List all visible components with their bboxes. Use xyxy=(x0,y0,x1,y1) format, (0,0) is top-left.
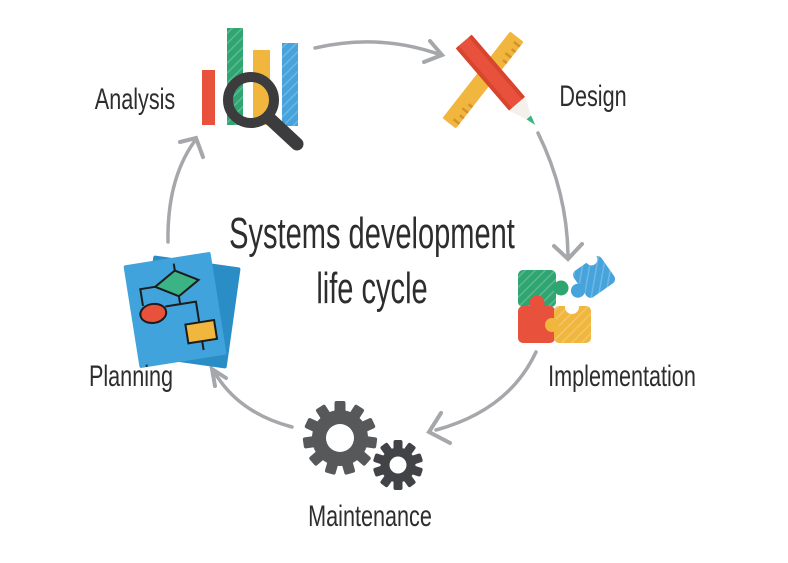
flowchart-document-icon xyxy=(123,252,241,369)
puzzle-blue-piece xyxy=(570,253,616,298)
front-card xyxy=(123,252,227,368)
ruler-pencil-icon xyxy=(443,32,536,128)
puzzle-yellow-piece xyxy=(545,300,591,343)
arrow-implementation-to-maintenance-icon xyxy=(426,350,538,445)
arrow-planning-to-analysis-icon xyxy=(166,135,205,244)
flowchart-ellipse xyxy=(139,302,168,325)
stage-label-design: Design xyxy=(559,80,627,113)
stage-label-maintenance: Maintenance xyxy=(308,500,432,533)
gear-large xyxy=(302,401,378,475)
puzzle-green-piece xyxy=(518,270,569,307)
bar-chart-magnifier-icon xyxy=(202,28,304,151)
bar-yellow xyxy=(253,50,270,125)
pencil xyxy=(455,34,536,126)
gears-icon xyxy=(302,401,423,490)
puzzle-red-piece xyxy=(518,295,555,343)
flowchart-rect xyxy=(184,318,219,345)
bar-red xyxy=(202,70,215,125)
diagram-title-line1: Systems development xyxy=(229,209,515,258)
puzzle-pieces-icon xyxy=(518,253,616,343)
arrow-analysis-to-design-icon xyxy=(313,39,446,64)
flowchart-diamond xyxy=(153,269,201,298)
flowchart-lines xyxy=(139,263,205,351)
gear-small xyxy=(373,440,423,490)
magnifier xyxy=(223,72,304,151)
stage-label-implementation: Implementation xyxy=(548,360,696,393)
arrow-maintenance-to-planning-icon xyxy=(209,364,294,429)
arrow-design-to-implementation-icon xyxy=(536,131,584,262)
diagram-title-line2: life cycle xyxy=(316,264,428,313)
stage-label-analysis: Analysis xyxy=(94,83,176,116)
stage-label-planning: Planning xyxy=(88,360,174,393)
diagram-title: Systems development life cycle xyxy=(229,206,515,316)
